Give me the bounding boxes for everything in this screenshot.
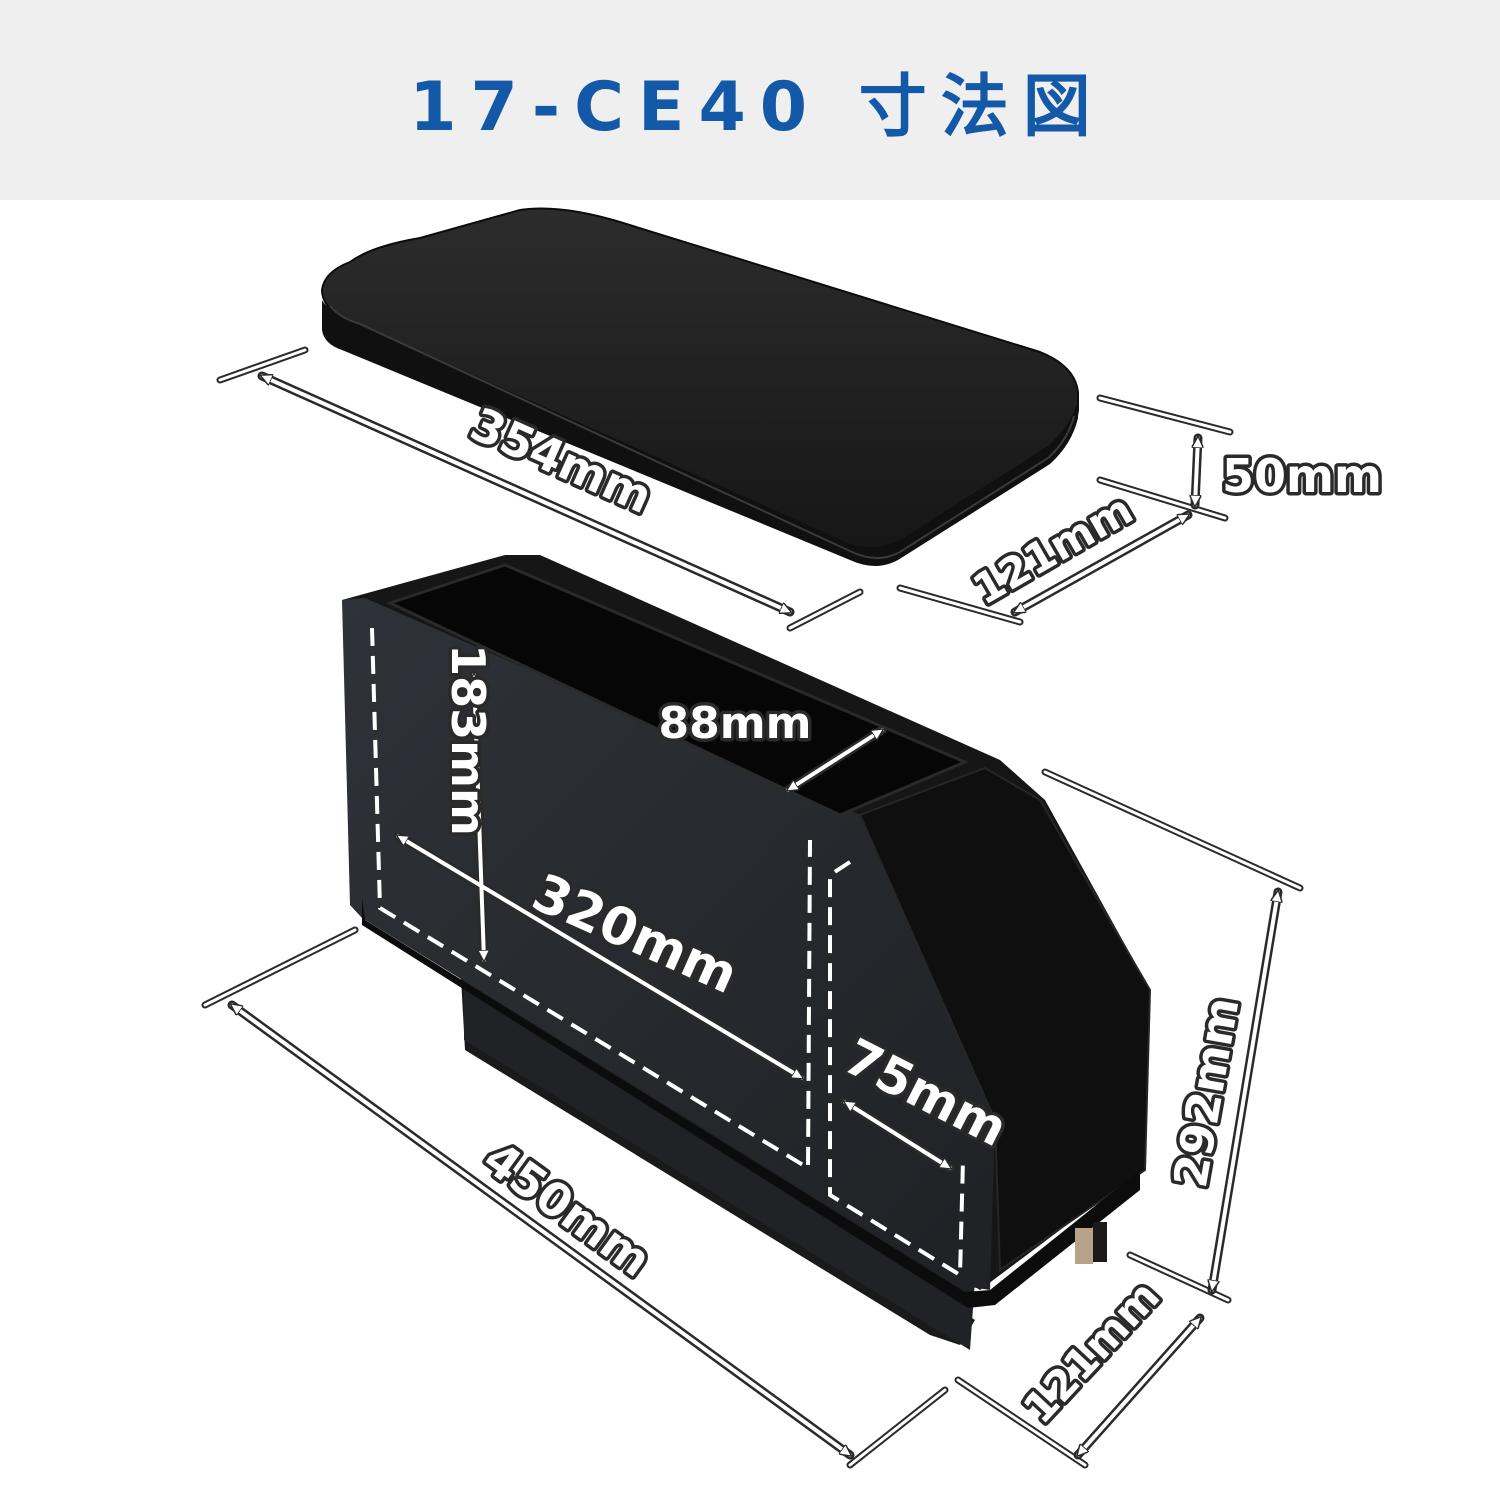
lid-seam-line [329,305,1075,559]
header-band: 17-CE40 寸法図 [0,0,1500,200]
spacer-tab [1075,1228,1093,1264]
page-title: 17-CE40 寸法図 [409,67,1105,147]
label-lid-height: 50mm [1222,449,1382,503]
spacer-bracket [1093,1222,1107,1262]
label-body-depth: 121mm [1014,1271,1169,1433]
box-end-face [858,766,1152,1272]
label-body-length: 450mm [474,1131,661,1287]
label-inner-depth: 88mm [659,698,812,749]
dimension-arrows [227,371,1278,1460]
guide-dashed-main [370,627,812,1172]
label-inner-height: 183mm [441,644,495,836]
armrest-lid [320,207,1079,566]
